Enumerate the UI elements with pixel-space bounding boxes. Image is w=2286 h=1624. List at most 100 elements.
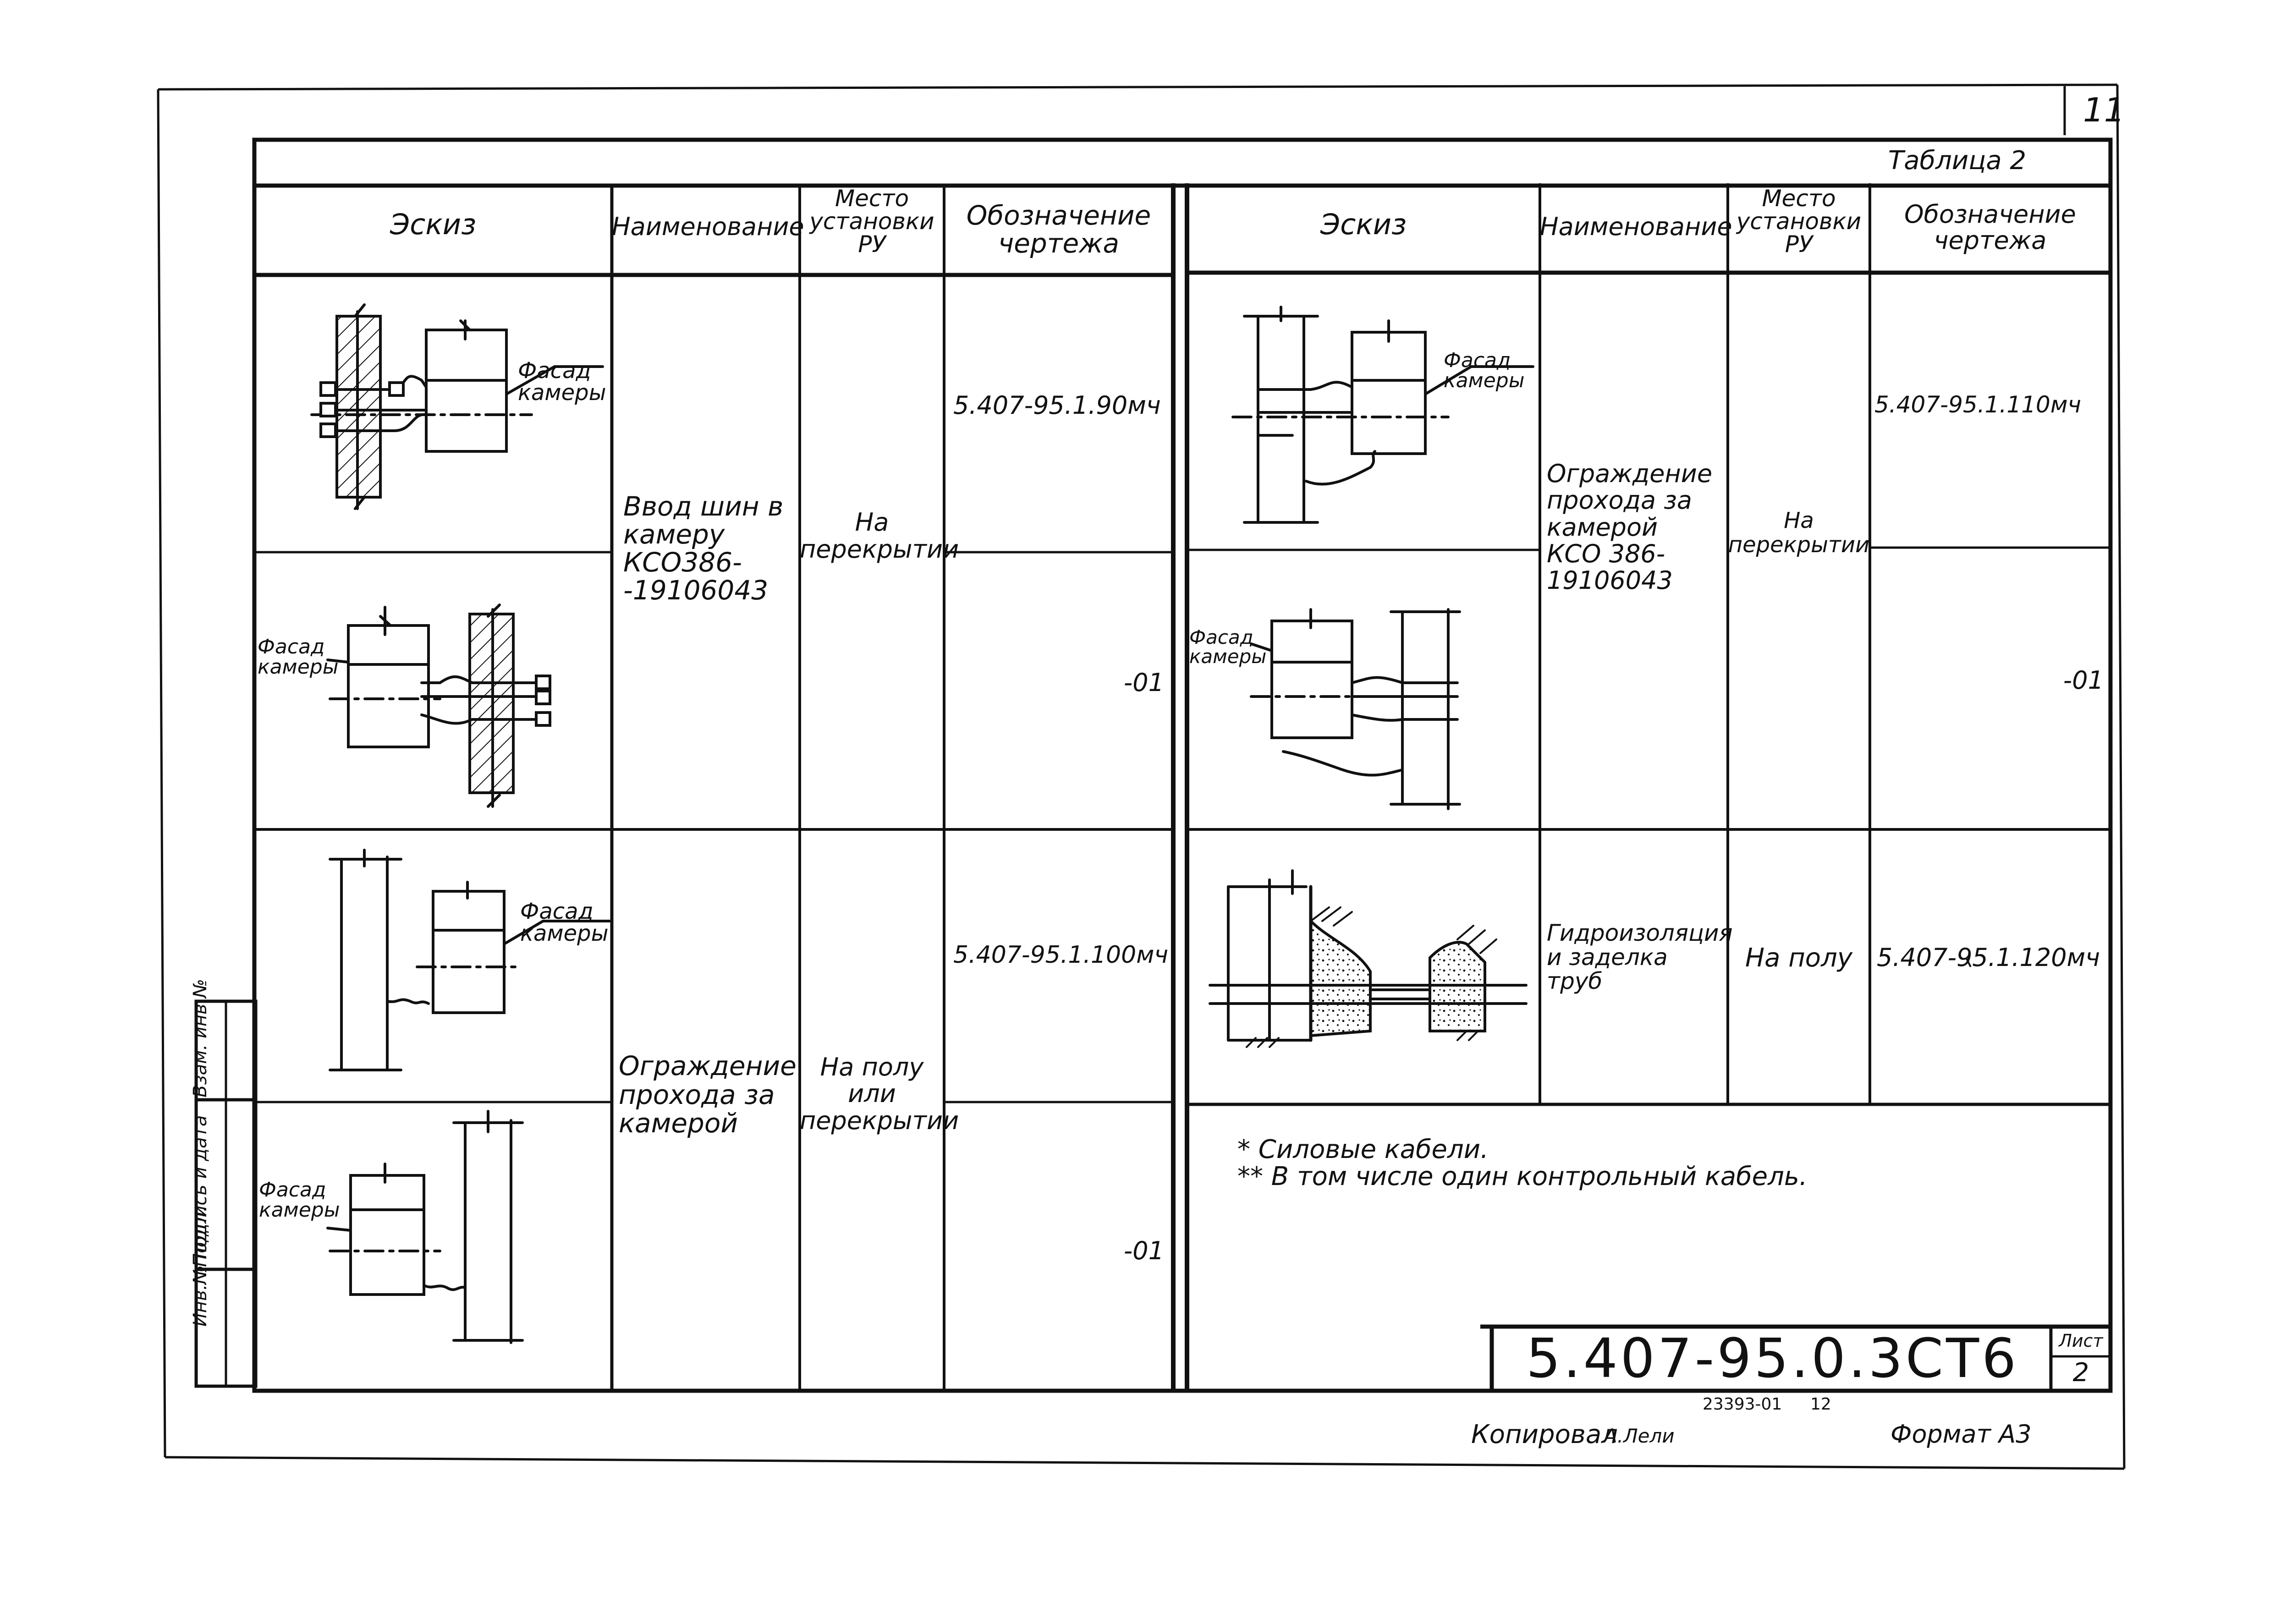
facade-label-l4: Фасад камеры bbox=[259, 1180, 340, 1220]
facade-label-l3: Фасад камеры bbox=[520, 900, 609, 944]
name-line: камеру bbox=[623, 518, 725, 550]
name-line: 19106043 bbox=[1547, 566, 1673, 595]
header-place-line: установки bbox=[1736, 208, 1862, 235]
facade-label-l2: Фасад камеры bbox=[258, 637, 338, 677]
facade-line: камеры bbox=[520, 921, 609, 946]
right-group1-place: На перекрытии bbox=[1728, 509, 1870, 557]
place-line: перекрытии bbox=[800, 1106, 959, 1135]
header-designation-line: чертежа bbox=[998, 227, 1120, 259]
inventory-sheet: 12 bbox=[1810, 1395, 1831, 1414]
left-group2-designation: 5.407-95.1.100мч bbox=[953, 941, 1169, 969]
left-group2-designation-variant: -01 bbox=[1123, 1236, 1164, 1265]
title-block-frame bbox=[1480, 1324, 2110, 1391]
place-line: перекрытии bbox=[1728, 532, 1870, 558]
name-line: и заделка bbox=[1547, 944, 1668, 971]
facade-line: Фасад bbox=[1189, 626, 1253, 648]
place-line: На bbox=[1784, 508, 1814, 533]
side-stamp-replacement: Взам. инв.№ bbox=[190, 979, 211, 1097]
facade-line: камеры bbox=[1189, 645, 1267, 668]
facade-line: камеры bbox=[1444, 369, 1525, 392]
left-group1-designation: 5.407-95.1.90мч bbox=[953, 391, 1161, 420]
facade-label-r1: Фасад камеры bbox=[1444, 351, 1524, 391]
sketch-pipe-waterproofing bbox=[1209, 869, 1528, 1048]
notes: * Силовые кабели. ** В том числе один ко… bbox=[1237, 1136, 1808, 1191]
header-sketch-right: Эскиз bbox=[1320, 208, 1407, 241]
header-place-line: Место bbox=[835, 185, 909, 212]
header-designation-line: чертежа bbox=[1934, 225, 2047, 255]
footer-copied: Копировал bbox=[1471, 1420, 1618, 1449]
note-line: ** В том числе один контрольный кабель. bbox=[1237, 1161, 1808, 1191]
left-group1-place: На перекрытии bbox=[800, 508, 959, 564]
right-group2-name: Гидроизоляция и заделка труб bbox=[1547, 921, 1733, 993]
name-line: камерой bbox=[1547, 512, 1658, 542]
note-line: * Силовые кабели. bbox=[1237, 1135, 1489, 1164]
name-line: камерой bbox=[619, 1108, 738, 1139]
name-line: прохода за bbox=[619, 1079, 775, 1110]
facade-line: Фасад bbox=[1444, 349, 1511, 372]
sketch-passage-fence-4 bbox=[1250, 608, 1461, 810]
header-sketch-left: Эскиз bbox=[390, 208, 477, 241]
header-designation-line: Обозначение bbox=[1904, 200, 2076, 229]
facade-line: Фасад bbox=[258, 635, 325, 658]
name-line: КСО386- bbox=[623, 546, 742, 578]
left-group1-designation-variant: -01 bbox=[1123, 668, 1164, 697]
place-line: На полу bbox=[820, 1053, 924, 1081]
header-designation-left: Обозначение чертежа bbox=[944, 202, 1173, 258]
facade-line: Фасад bbox=[259, 1178, 326, 1202]
place-line: или bbox=[848, 1079, 896, 1108]
sheet-number: 11 bbox=[2083, 91, 2125, 129]
header-designation-line: Обозначение bbox=[966, 200, 1151, 231]
facade-line: камеры bbox=[518, 380, 606, 406]
header-designation-right: Обозначение чертежа bbox=[1870, 200, 2110, 255]
side-stamp-signature: Подпись и дата bbox=[190, 1115, 211, 1267]
name-line: Ограждение bbox=[619, 1050, 797, 1081]
left-group1-name: Ввод шин в камеру КСО386- -19106043 bbox=[623, 493, 783, 604]
corrugation-marks bbox=[1965, 957, 1972, 967]
header-name-right: Наименование bbox=[1540, 212, 1732, 241]
name-line: Ввод шин в bbox=[623, 491, 784, 522]
sketch-bus-entry-2 bbox=[326, 604, 551, 808]
sheet-frame bbox=[157, 83, 2126, 1470]
stamp-sheet-label: Лист bbox=[2059, 1331, 2103, 1351]
facade-label-r2: Фасад камеры bbox=[1189, 628, 1266, 666]
header-place-left: Место установки РУ bbox=[800, 187, 944, 256]
stamp-sheet-value: 2 bbox=[2072, 1358, 2089, 1388]
header-place-line: РУ bbox=[858, 231, 886, 258]
header-place-line: РУ bbox=[1785, 231, 1813, 258]
sketch-bus-entry-1 bbox=[310, 303, 604, 510]
header-place-line: Место bbox=[1762, 185, 1836, 212]
right-group1-designation-variant: -01 bbox=[2063, 666, 2104, 695]
name-line: -19106043 bbox=[623, 574, 769, 606]
place-line: На bbox=[855, 508, 889, 537]
footer-copied-signature: А.Лели bbox=[1604, 1425, 1675, 1447]
table-caption: Таблица 2 bbox=[1888, 146, 2027, 176]
header-place-line: установки bbox=[809, 208, 934, 235]
right-group1-designation: 5.407-95.1.110мч bbox=[1874, 391, 2082, 418]
place-line: перекрытии bbox=[800, 535, 959, 564]
facade-line: Фасад bbox=[518, 358, 591, 384]
sketch-passage-fence-3 bbox=[1231, 306, 1534, 524]
header-place-right: Место установки РУ bbox=[1728, 187, 1870, 256]
table-frame bbox=[252, 137, 2113, 1393]
facade-line: камеры bbox=[259, 1198, 340, 1222]
facade-label-l1: Фасад камеры bbox=[518, 360, 606, 404]
name-line: Ограждение bbox=[1547, 459, 1713, 488]
sketch-passage-fence-2 bbox=[326, 1110, 524, 1344]
right-group2-place: На полу bbox=[1745, 943, 1853, 973]
name-line: КСО 386- bbox=[1547, 539, 1665, 568]
inventory-number: 23393-01 bbox=[1703, 1395, 1782, 1414]
header-name-left: Наименование bbox=[612, 212, 804, 241]
name-line: труб bbox=[1547, 968, 1603, 994]
stamp-designation: 5.407-95.0.3СТ6 bbox=[1526, 1327, 2019, 1390]
sketch-passage-fence-1 bbox=[329, 849, 611, 1071]
facade-line: камеры bbox=[258, 655, 339, 679]
footer-format: Формат А3 bbox=[1890, 1420, 2032, 1448]
left-group2-name: Ограждение прохода за камерой bbox=[619, 1052, 797, 1138]
right-group1-name: Ограждение прохода за камерой КСО 386- 1… bbox=[1547, 459, 1713, 595]
name-line: Гидроизоляция bbox=[1547, 920, 1733, 946]
name-line: прохода за bbox=[1547, 486, 1693, 515]
left-group2-place: На полу или перекрытии bbox=[800, 1053, 959, 1135]
right-group2-designation: 5.407-95.1.120мч bbox=[1877, 943, 2100, 972]
facade-line: Фасад bbox=[520, 899, 593, 924]
